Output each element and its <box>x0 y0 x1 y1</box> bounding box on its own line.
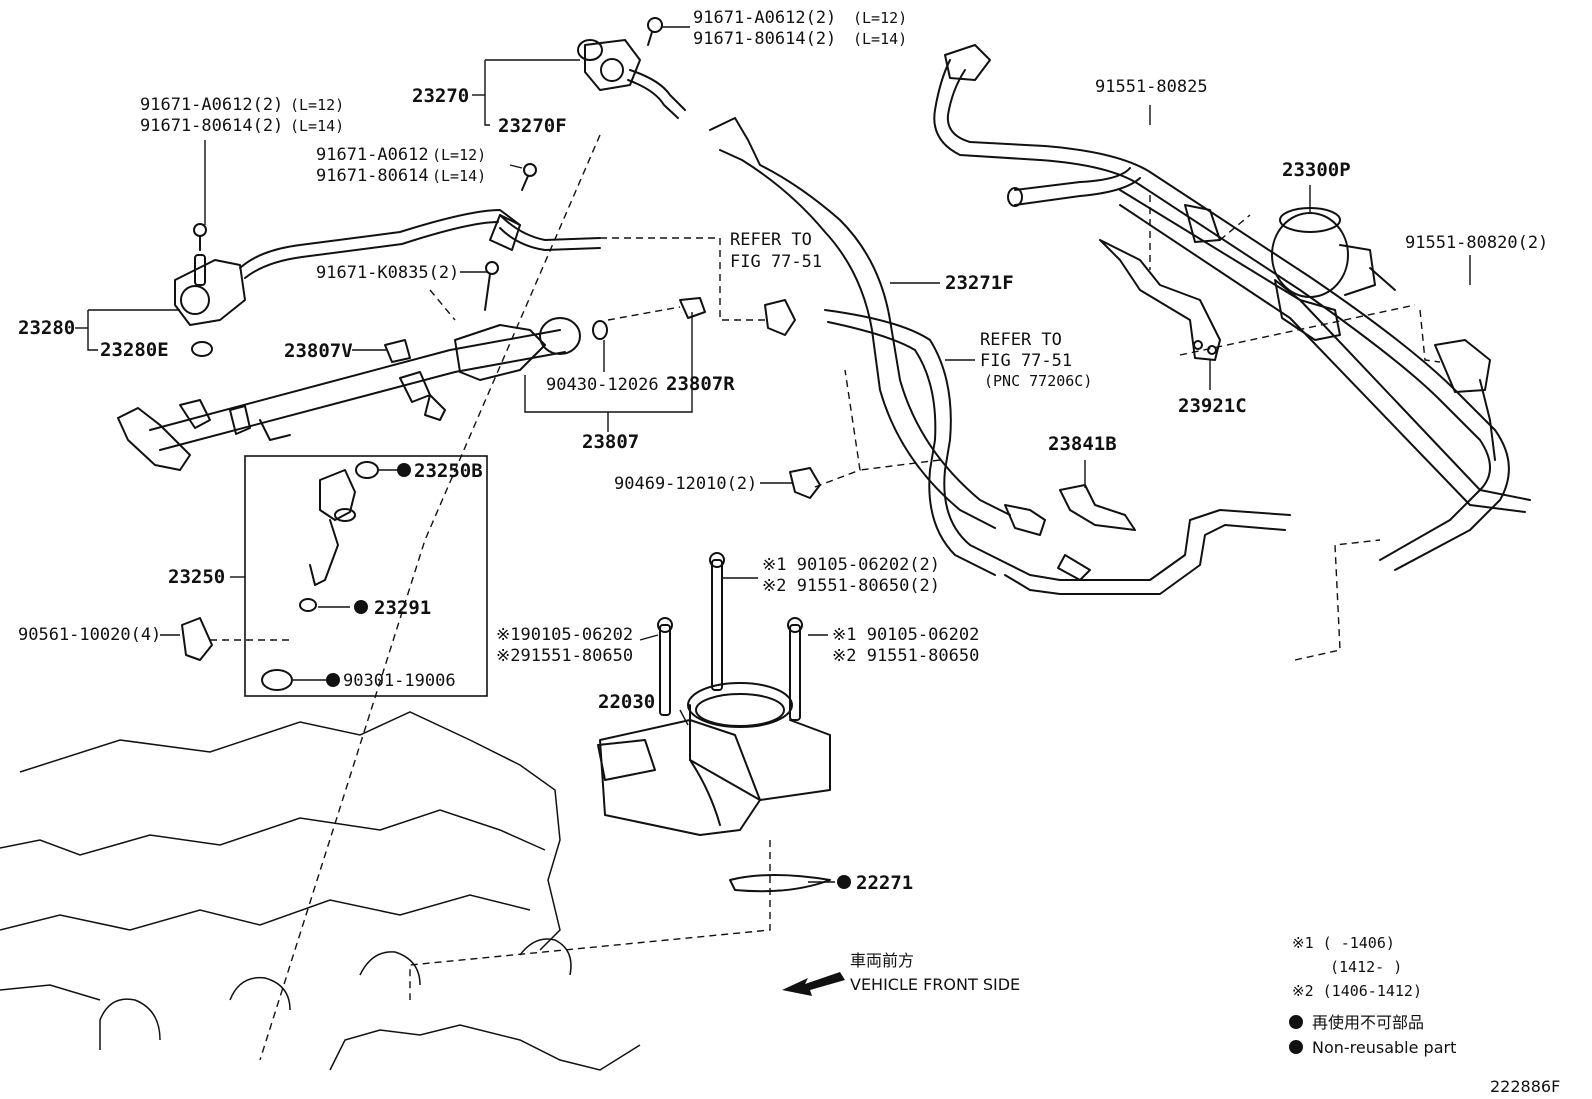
label-23921c: 23921C <box>1178 395 1247 417</box>
vapor-hoses-right <box>933 44 1531 571</box>
label-tb-right-2: ※2 91551-80650 <box>832 646 979 666</box>
leader-lines <box>75 26 1471 883</box>
label-refer2-c: (PNC 77206C) <box>984 372 1092 390</box>
label-bolt-top-2: 91671-80614(2) <box>693 29 836 49</box>
label-22030: 22030 <box>598 691 655 713</box>
pressure-damper-23280 <box>174 209 521 326</box>
part-labels: 23270 23270F 91671-A0612(2) (L=12) 91671… <box>18 8 1548 894</box>
connector-right <box>1434 339 1496 461</box>
label-23807r: 23807R <box>666 373 735 395</box>
label-refer2-b: FIG 77-51 <box>980 351 1072 371</box>
injector-kit-box <box>244 455 488 697</box>
label-23807: 23807 <box>582 431 639 453</box>
label-bolt-left-2: 91671-80614(2) <box>140 116 283 136</box>
label-bolt-top-2-len: (L=14) <box>853 30 907 48</box>
fuel-delivery-pipe <box>117 317 581 471</box>
gasket-22271 <box>729 874 831 893</box>
vehicle-front-arrow-icon <box>782 972 845 996</box>
label-bolt-left-2-len: (L=14) <box>290 117 344 135</box>
engine-block-outline <box>0 711 641 1071</box>
label-23250: 23250 <box>168 566 225 588</box>
label-bolt-mid-1: 91671-A0612 <box>316 145 429 165</box>
grommet-90561 <box>181 617 213 661</box>
label-bolt-mid-2: 91671-80614 <box>316 166 429 186</box>
label-tb-top-1: ※1 90105-06202(2) <box>762 555 940 575</box>
label-23250b: 23250B <box>414 460 483 482</box>
reference-dashed-lines <box>210 134 1441 1061</box>
legend-note1-a: ※1 ( -1406) <box>1292 934 1395 952</box>
label-tb-top-2: ※2 91551-80650(2) <box>762 576 940 596</box>
label-23270: 23270 <box>412 85 469 107</box>
label-23270f: 23270F <box>498 115 567 137</box>
label-bolt-left-1: 91671-A0612(2) <box>140 95 283 115</box>
label-23280e: 23280E <box>100 339 169 361</box>
legend-bullet-jp: 再使用不可部品 <box>1312 1013 1424 1032</box>
label-refer1-b: FIG 77-51 <box>730 252 822 272</box>
label-refer1-a: REFER TO <box>730 230 812 250</box>
legend: ※1 ( -1406) (1412- ) ※2 (1406-1412) 再使用不… <box>1292 934 1560 1096</box>
label-90301: 90301-19006 <box>343 671 456 691</box>
vsv-23300p <box>1184 204 1396 341</box>
direction-note: 車両前方 VEHICLE FRONT SIDE <box>850 951 1020 994</box>
label-23291: 23291 <box>374 597 431 619</box>
label-tb-left-2: ※291551-80650 <box>496 646 633 666</box>
label-90469: 90469-12010(2) <box>614 474 757 494</box>
label-bolt-mid-1-len: (L=12) <box>432 146 486 164</box>
label-23841b: 23841B <box>1048 433 1117 455</box>
direction-jp: 車両前方 <box>850 951 914 970</box>
label-90430: 90430-12026 <box>546 375 659 395</box>
figure-id: 222886F <box>1490 1077 1560 1096</box>
pulsation-damper-23270 <box>577 17 686 119</box>
throttle-body-22030 <box>597 552 831 836</box>
label-23300p: 23300P <box>1282 159 1351 181</box>
label-refer2-a: REFER TO <box>980 330 1062 350</box>
label-91551-80820: 91551-80820(2) <box>1405 233 1548 253</box>
fuel-hose <box>484 163 601 311</box>
label-23807v: 23807V <box>284 340 353 362</box>
label-bolt-mid-2-len: (L=14) <box>432 167 486 185</box>
label-91551-80825: 91551-80825 <box>1095 77 1208 97</box>
fuel-hose-23271f <box>709 117 1291 595</box>
label-bolt-left-1-len: (L=12) <box>290 96 344 114</box>
label-tb-left-1: ※190105-06202 <box>496 625 633 645</box>
label-bolt-top-1: 91671-A0612(2) <box>693 8 836 28</box>
bracket-23921c <box>1099 239 1221 361</box>
direction-en: VEHICLE FRONT SIDE <box>850 975 1020 994</box>
label-23271f: 23271F <box>945 272 1014 294</box>
label-23280: 23280 <box>18 317 75 339</box>
label-bolt-top-1-len: (L=12) <box>853 9 907 27</box>
label-tb-right-1: ※1 90105-06202 <box>832 625 979 645</box>
label-90561: 90561-10020(4) <box>18 625 161 645</box>
clamp-parts <box>384 297 1136 531</box>
legend-bullet-en: Non-reusable part <box>1312 1038 1456 1057</box>
label-22271: 22271 <box>856 872 913 894</box>
legend-note1-b: (1412- ) <box>1330 958 1402 976</box>
non-reusable-markers <box>326 463 1303 1054</box>
legend-note2: ※2 (1406-1412) <box>1292 982 1422 1000</box>
label-bolt-k0835: 91671-K0835(2) <box>316 263 459 283</box>
